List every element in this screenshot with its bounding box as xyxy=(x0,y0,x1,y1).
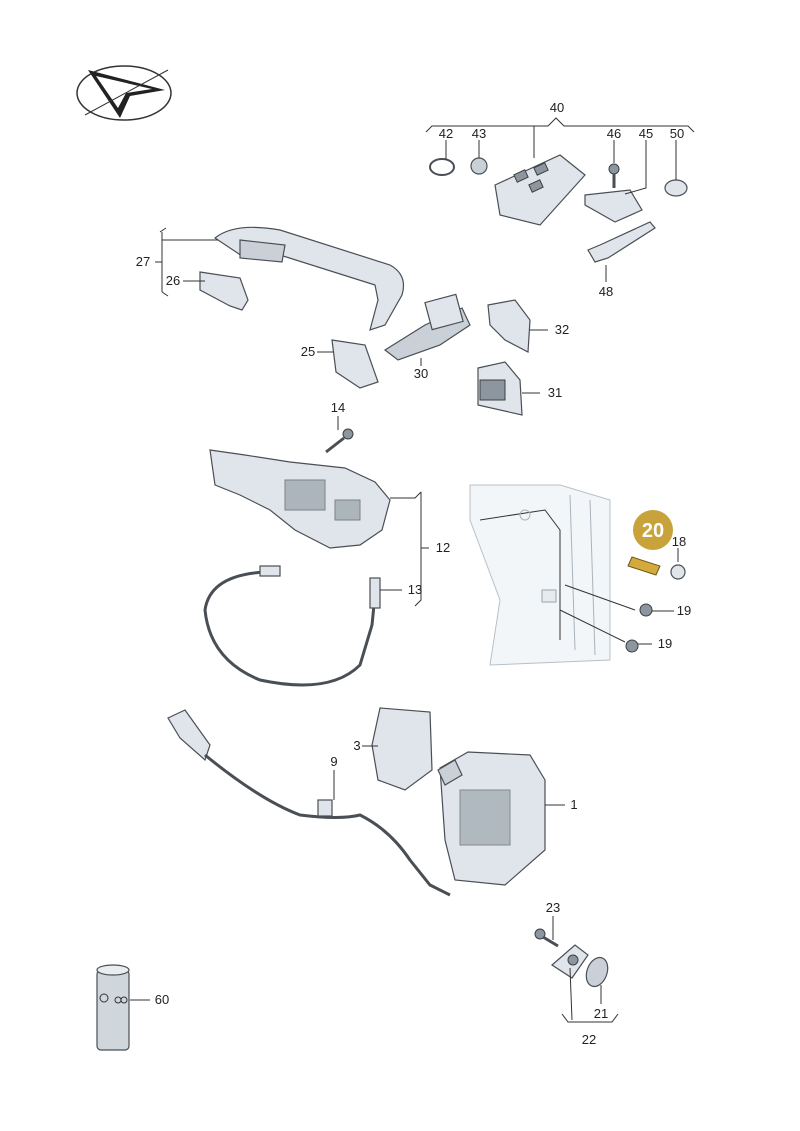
screw-46 xyxy=(608,163,620,188)
door-handle xyxy=(213,226,405,331)
lubricant-can-60 xyxy=(96,964,130,1051)
label-30: 30 xyxy=(414,366,428,381)
cap-50 xyxy=(664,179,688,197)
part-labels: 40 42 43 46 45 50 48 27 26 25 30 32 31 1… xyxy=(136,100,691,1047)
release-cable-9 xyxy=(167,709,451,897)
door-panel-illustration xyxy=(469,484,611,666)
label-1: 1 xyxy=(570,797,577,812)
pin-20 xyxy=(627,556,661,576)
handle-carrier-bracket xyxy=(209,449,391,549)
brand-logo xyxy=(76,65,172,121)
label-46: 46 xyxy=(607,126,621,141)
label-27: 27 xyxy=(136,254,150,269)
screw-23 xyxy=(534,928,559,948)
lock-cylinder-30 xyxy=(383,293,471,361)
label-19-lower: 19 xyxy=(658,636,672,651)
label-42: 42 xyxy=(439,126,453,141)
door-lock-1 xyxy=(437,751,546,886)
label-50: 50 xyxy=(670,126,684,141)
lock-bracket-3 xyxy=(371,707,433,791)
label-3: 3 xyxy=(353,738,360,753)
label-26: 26 xyxy=(166,273,180,288)
highlight-badge-20: 20 xyxy=(633,510,673,550)
key-fob xyxy=(494,154,586,226)
cover-cap-31 xyxy=(477,361,523,416)
emergency-key-48 xyxy=(587,221,656,263)
label-43: 43 xyxy=(472,126,486,141)
label-13: 13 xyxy=(408,582,422,597)
leader-lines xyxy=(130,117,695,1023)
nut-18 xyxy=(670,564,686,580)
screw-19a xyxy=(639,603,653,617)
cover-cap-32 xyxy=(487,299,531,353)
label-19-upper: 19 xyxy=(677,603,691,618)
label-23: 23 xyxy=(546,900,560,915)
key-ring-42 xyxy=(429,158,455,176)
svg-text:20: 20 xyxy=(642,520,664,542)
label-31: 31 xyxy=(548,385,562,400)
bowden-cable-13 xyxy=(203,565,381,687)
label-9: 9 xyxy=(330,754,337,769)
striker-plate xyxy=(551,944,589,979)
label-18: 18 xyxy=(672,534,686,549)
label-48: 48 xyxy=(599,284,613,299)
bolt-14 xyxy=(325,428,354,454)
label-25: 25 xyxy=(301,344,315,359)
label-45: 45 xyxy=(639,126,653,141)
label-14: 14 xyxy=(331,400,345,415)
key-emblem-43 xyxy=(470,157,488,175)
label-40: 40 xyxy=(550,100,564,115)
label-22: 22 xyxy=(582,1032,596,1047)
gasket-25 xyxy=(331,339,379,389)
battery-cover-45 xyxy=(584,189,643,223)
label-12: 12 xyxy=(436,540,450,555)
gasket-26 xyxy=(199,271,249,311)
washer-21 xyxy=(585,956,609,988)
label-21: 21 xyxy=(594,1006,608,1021)
label-32: 32 xyxy=(555,322,569,337)
label-60: 60 xyxy=(155,992,169,1007)
screw-19b xyxy=(625,639,639,653)
